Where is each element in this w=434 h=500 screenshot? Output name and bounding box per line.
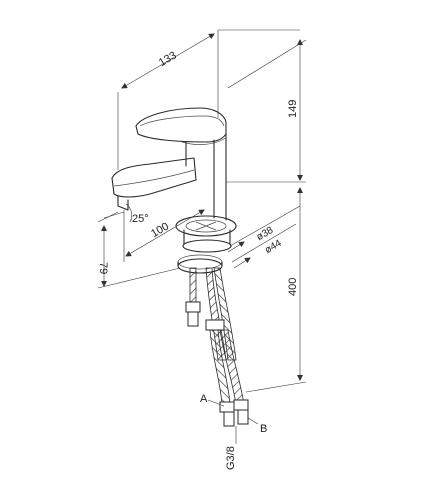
dimension-spout-height-label: 79 [97, 262, 109, 274]
dimension-angle: 25° [103, 203, 149, 225]
dimension-height-top: 149 [218, 29, 307, 181]
connection-labels: A B G3/8 [200, 393, 267, 470]
label-a: A [200, 393, 208, 405]
dimension-base-d2-label: ø44 [263, 238, 284, 256]
dimension-height-top-label: 149 [287, 100, 299, 118]
label-thread: G3/8 [225, 446, 237, 470]
dimension-width-top-label: 133 [157, 49, 179, 69]
dimension-hose-length-label: 400 [287, 278, 299, 296]
dimension-spout-reach-label: 100 [149, 220, 171, 240]
dimension-width-top: 133 [117, 30, 219, 170]
dimension-spout-height: 79 [97, 211, 181, 289]
dimension-base-diameters: ø38 ø44 [227, 205, 301, 269]
dimension-hose-length: 400 [226, 181, 307, 393]
faucet-body [111, 107, 237, 274]
braided-hoses [185, 267, 249, 427]
label-b: B [260, 423, 267, 435]
dimension-angle-label: 25° [132, 213, 149, 225]
